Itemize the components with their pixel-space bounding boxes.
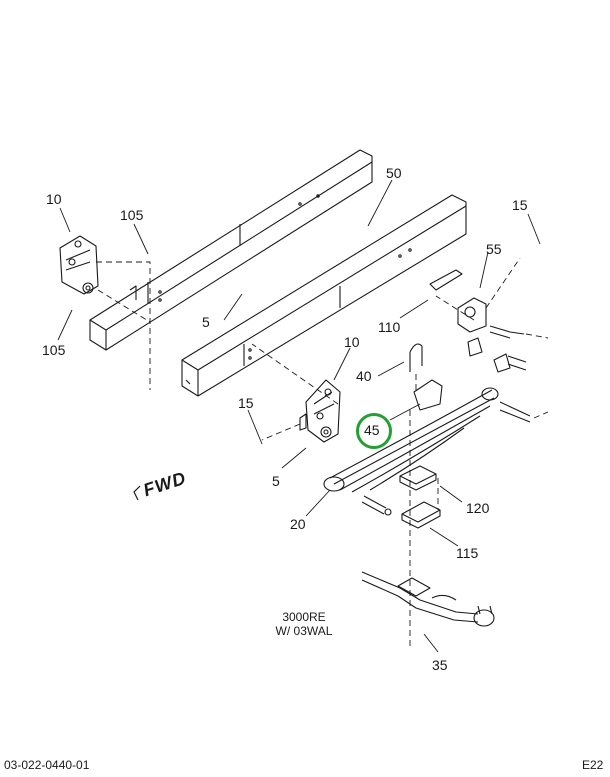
clamp-plate [401,501,441,529]
callout-45-highlight-ring [356,413,392,449]
fwd-arrow-icon [133,485,141,501]
shackle-bracket [457,297,527,373]
rear-hanger-bracket [299,379,341,443]
callout-5-lower: 5 [272,473,280,489]
spring-bolt [361,495,392,516]
callout-15-right: 15 [512,197,528,213]
frame-rail-upper [89,149,373,351]
callout-50: 50 [386,165,402,181]
callout-35: 35 [432,657,448,673]
callout-15-left: 15 [238,395,254,411]
callout-20: 20 [290,516,306,532]
sheet-code: E22 [582,758,604,772]
callout-105-top: 105 [120,207,144,223]
assembly-lines [96,257,549,650]
u-bolt [409,343,423,372]
callout-110: 110 [378,319,401,335]
callout-55: 55 [486,241,502,257]
callout-10-mid: 10 [344,334,360,350]
spacer-plate [429,269,463,291]
callout-120: 120 [466,500,490,516]
frame-rail-lower [181,194,467,397]
spring-seat [399,465,437,491]
leader-lines [57,179,541,653]
leaf-spring [323,387,531,493]
callout-10-top: 10 [46,191,62,207]
axle-beam [361,571,495,627]
model-caption-line2: W/ 03WAL [275,624,333,638]
callout-5-center: 5 [202,314,210,330]
front-hanger-bracket [59,235,99,295]
model-caption-line1: 3000RE [282,610,326,624]
callout-105-bottom: 105 [42,342,66,358]
callout-40: 40 [356,368,372,384]
callout-45[interactable]: 45 [364,422,380,438]
callout-115: 115 [456,545,479,561]
drawing-number: 03-022-0440-01 [4,758,90,772]
axle-wedge [413,379,443,411]
